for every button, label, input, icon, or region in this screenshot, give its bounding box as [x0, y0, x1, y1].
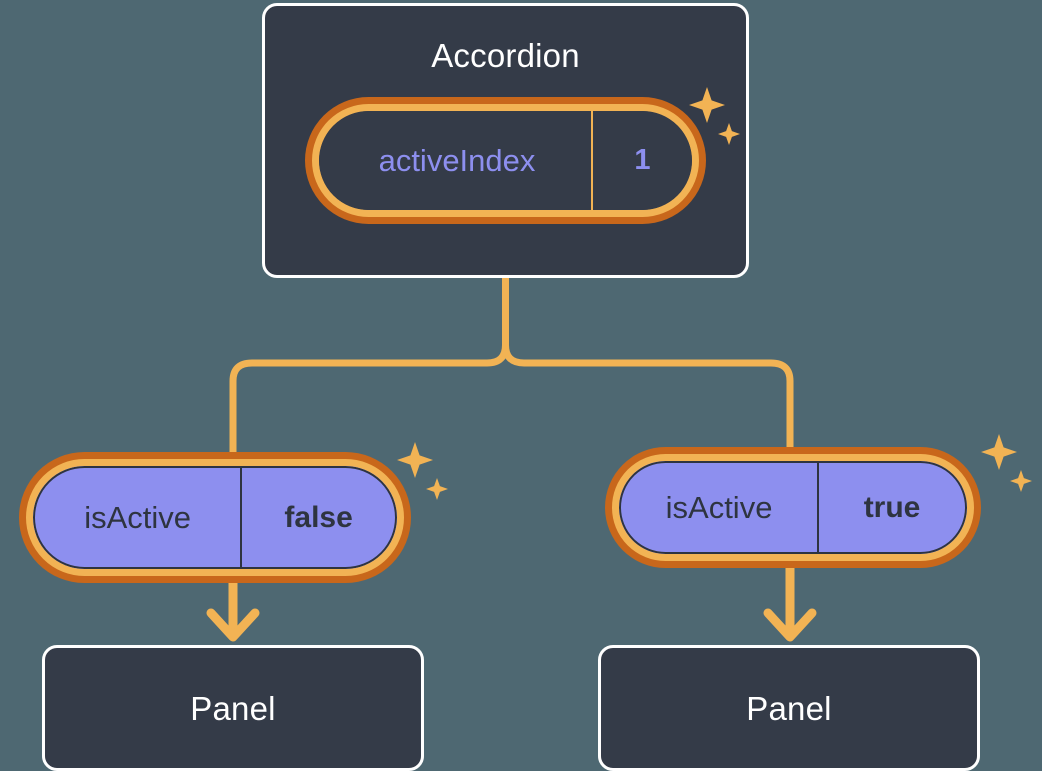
state-badge-active-index[interactable]: activeIndex 1	[312, 104, 699, 217]
sparkle-four-point-small-icon	[426, 478, 448, 500]
component-node-panel-right[interactable]: Panel	[598, 645, 980, 771]
state-key-label: isActive	[665, 489, 773, 525]
state-badge-inner: activeIndex 1	[319, 111, 692, 210]
state-value-label: 1	[591, 111, 692, 210]
sparkle-highlight-left	[394, 440, 454, 515]
arrow-down-right-icon	[763, 561, 817, 642]
sparkle-four-point-large-icon	[397, 442, 433, 478]
state-value-label: false	[240, 468, 395, 567]
state-value-label: true	[817, 463, 965, 552]
state-badge-inner: isActive false	[33, 466, 397, 569]
panel-title: Panel	[190, 689, 276, 727]
state-badge-is-active-left[interactable]: isActive false	[26, 459, 404, 576]
component-node-panel-left[interactable]: Panel	[42, 645, 424, 771]
state-badge-inner: isActive true	[619, 461, 967, 554]
panel-title: Panel	[746, 689, 832, 727]
branch-connector-left-icon	[229, 274, 509, 463]
page-title: Accordion	[431, 37, 580, 74]
sparkle-four-point-small-icon	[1010, 470, 1032, 492]
state-key-label: isActive	[84, 499, 191, 535]
branch-connector-right-icon	[502, 274, 794, 459]
sparkle-four-point-large-icon	[981, 434, 1017, 470]
state-badge-is-active-right[interactable]: isActive true	[612, 454, 974, 561]
state-key-label: activeIndex	[378, 142, 536, 178]
sparkle-highlight-right	[978, 432, 1038, 507]
arrow-down-left-icon	[206, 576, 260, 642]
